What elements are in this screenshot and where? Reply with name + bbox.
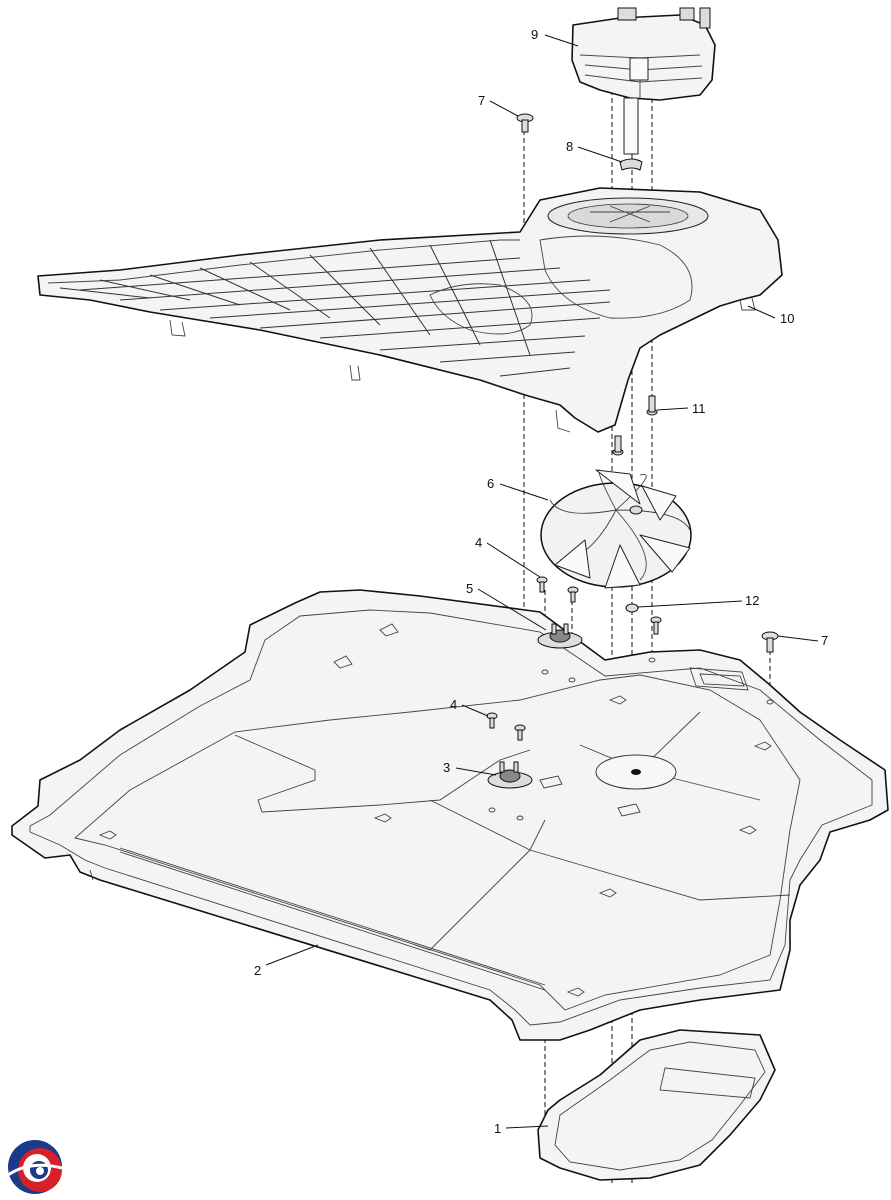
clip-washer bbox=[619, 158, 643, 171]
screw-12 bbox=[625, 603, 639, 613]
callout-10: 10 bbox=[780, 311, 794, 326]
callout-3: 3 bbox=[443, 760, 450, 775]
callout-9: 9 bbox=[531, 27, 538, 42]
callout-7-right: 7 bbox=[821, 633, 828, 648]
callout-5: 5 bbox=[466, 581, 473, 596]
screw-11 bbox=[646, 395, 658, 416]
screw-7-right bbox=[761, 631, 779, 653]
callout-8: 8 bbox=[566, 139, 573, 154]
fan-duct-frame bbox=[37, 187, 783, 433]
thermostat-lower bbox=[487, 761, 533, 789]
callout-6: 6 bbox=[487, 476, 494, 491]
screw-4-upper-b bbox=[567, 586, 579, 603]
brand-logo bbox=[7, 1140, 63, 1194]
screw-extra bbox=[650, 616, 662, 635]
callout-1: 1 bbox=[494, 1121, 501, 1136]
thermostat-upper bbox=[537, 623, 583, 649]
screws bbox=[486, 113, 779, 741]
fan-blade bbox=[540, 469, 692, 589]
fan-motor bbox=[571, 7, 716, 155]
bottom-cover bbox=[537, 1029, 776, 1181]
base-plate bbox=[11, 589, 889, 1041]
callout-4-lower: 4 bbox=[450, 697, 457, 712]
callout-12: 12 bbox=[745, 593, 759, 608]
screw-4-lower-b bbox=[514, 724, 526, 741]
callout-2: 2 bbox=[254, 963, 261, 978]
callout-7-top: 7 bbox=[478, 93, 485, 108]
callout-labels: 9 7 8 10 11 6 4 5 12 7 4 3 2 1 bbox=[254, 27, 828, 1136]
screw-11b bbox=[612, 435, 624, 456]
callout-4-upper: 4 bbox=[475, 535, 482, 550]
screw-4-upper bbox=[536, 576, 548, 593]
leader-lines bbox=[265, 34, 819, 1129]
screw-7-top bbox=[516, 113, 534, 133]
callout-11: 11 bbox=[692, 401, 706, 416]
